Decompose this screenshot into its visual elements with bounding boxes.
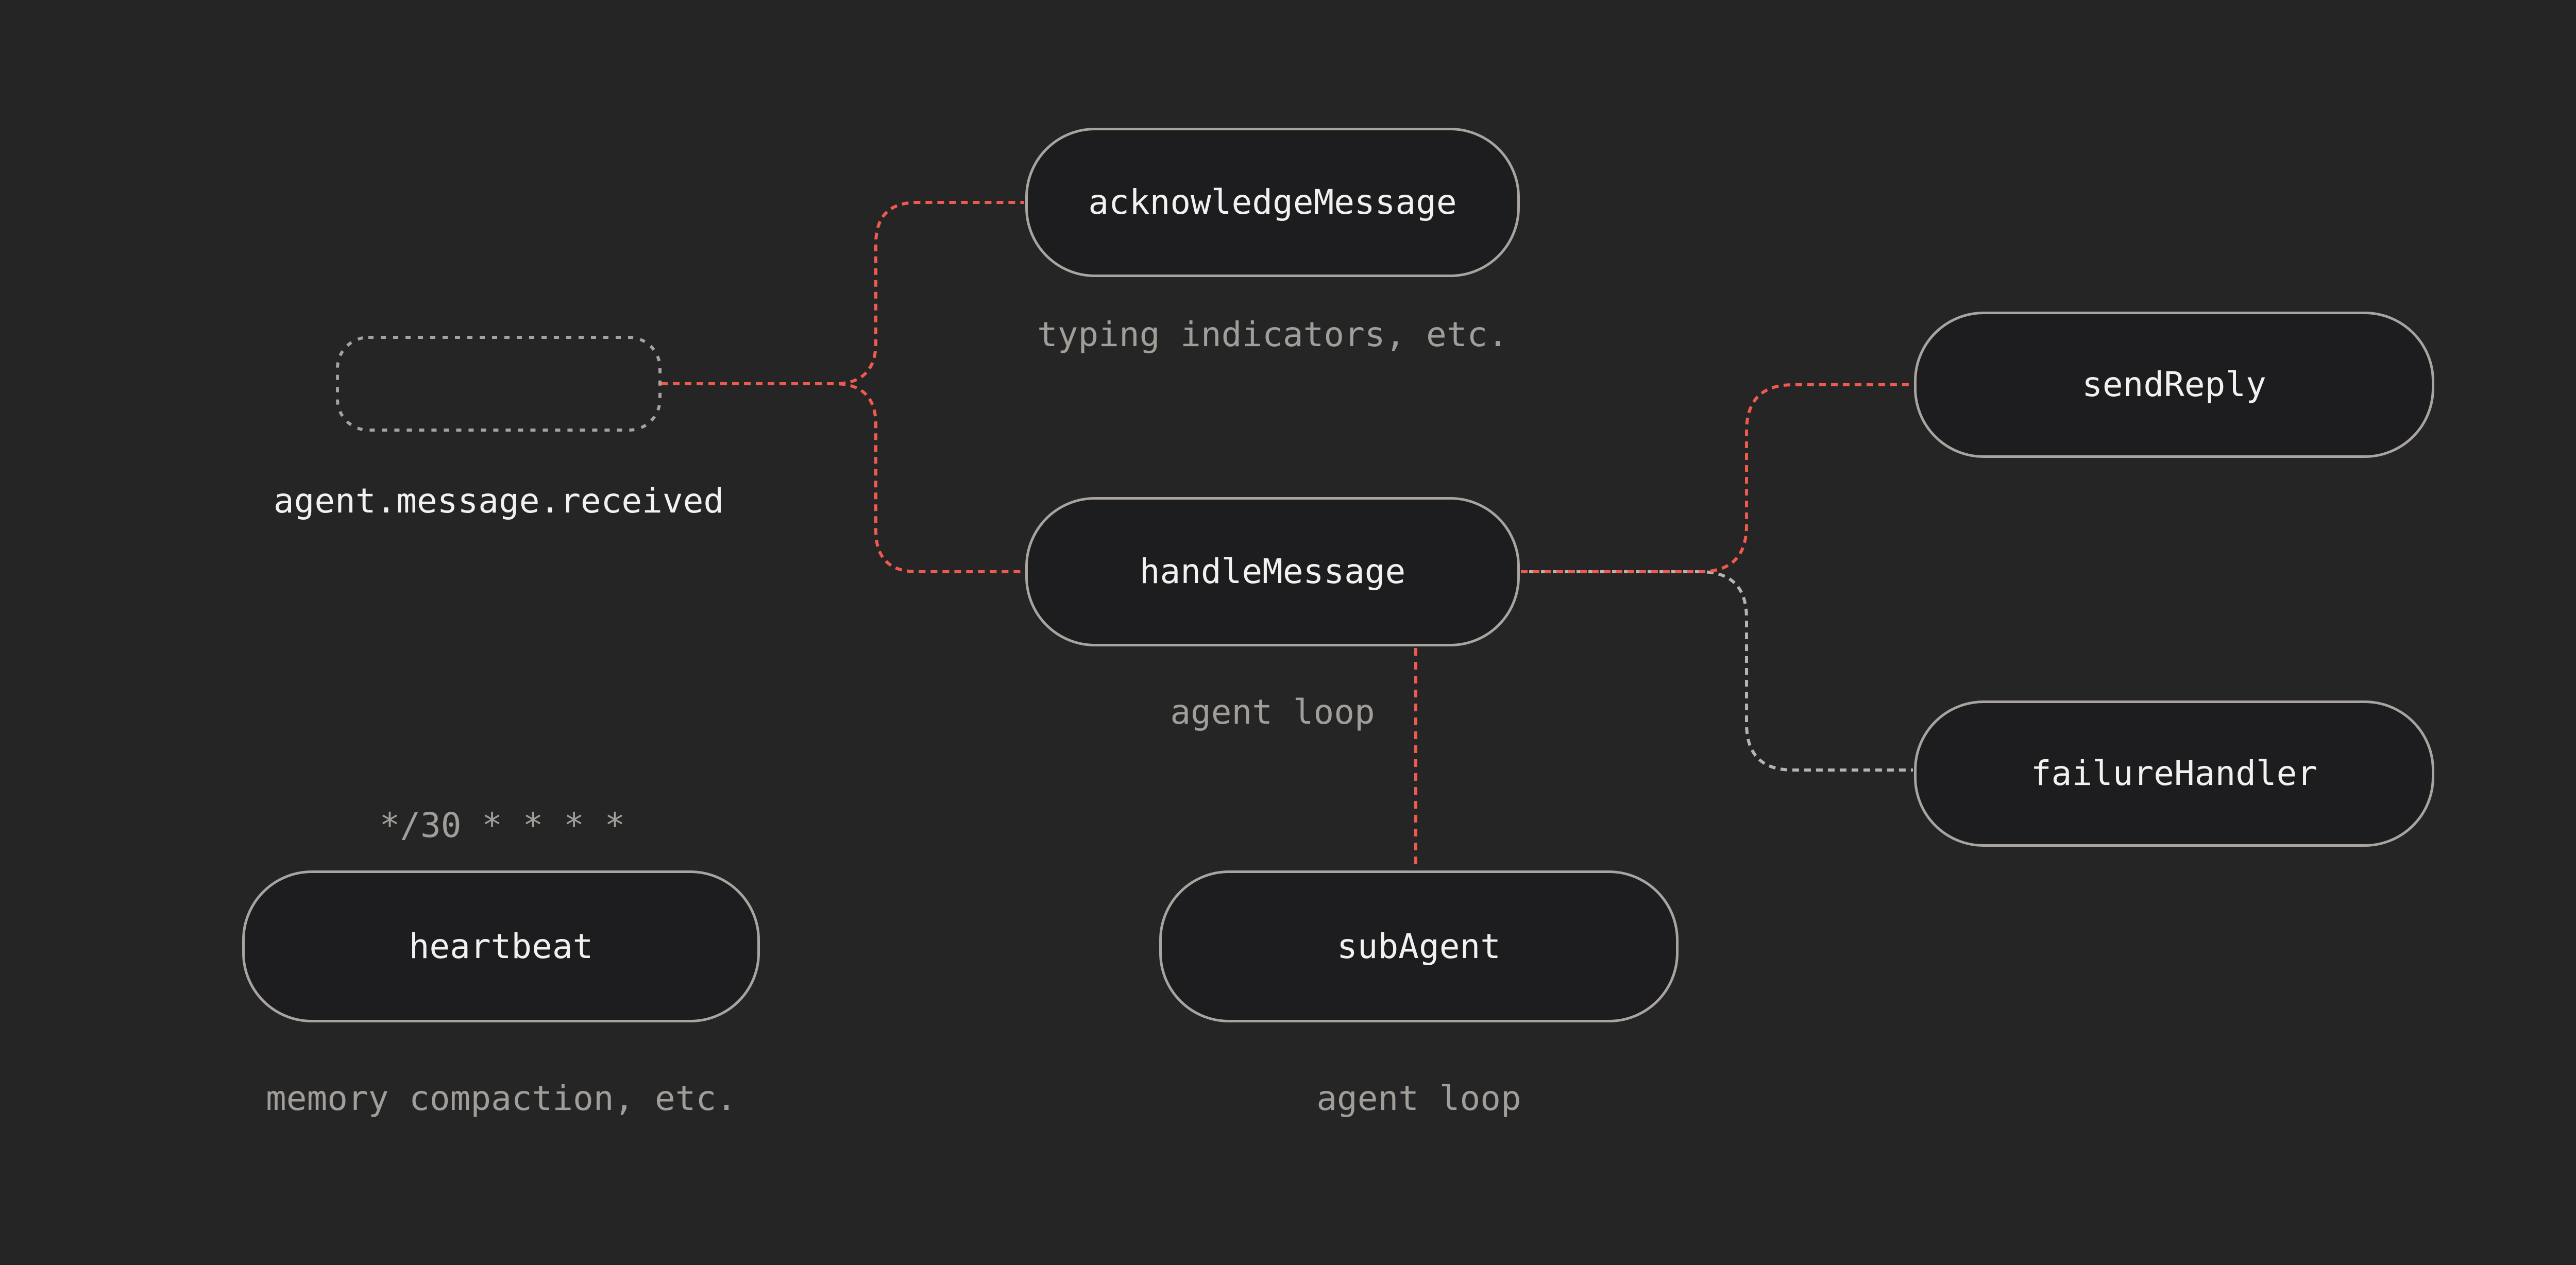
edge-trigger-handlemessage xyxy=(661,382,1024,573)
handle-message-label: handleMessage xyxy=(1139,552,1406,591)
trigger-event-label: agent.message.received xyxy=(273,481,724,521)
edge-handlemessage-sendreply xyxy=(1521,383,1913,573)
heartbeat-label: heartbeat xyxy=(409,926,594,966)
heartbeat-caption: memory compaction, etc. xyxy=(266,1079,737,1118)
sub-agent-caption: agent loop xyxy=(1316,1079,1521,1118)
failure-handler-node: failureHandler xyxy=(1914,700,2434,847)
edge-handlemessage-failurehandler xyxy=(1521,570,1913,772)
send-reply-label: sendReply xyxy=(2082,365,2266,404)
heartbeat-schedule-label: */30 * * * * xyxy=(379,806,625,845)
heartbeat-node: heartbeat xyxy=(242,870,760,1022)
trigger-node xyxy=(336,336,662,432)
handle-message-caption: agent loop xyxy=(1170,692,1375,732)
acknowledge-message-node: acknowledgeMessage xyxy=(1025,128,1520,277)
acknowledge-message-caption: typing indicators, etc. xyxy=(1037,315,1508,354)
handle-message-node: handleMessage xyxy=(1025,497,1520,646)
send-reply-node: sendReply xyxy=(1914,312,2434,458)
edge-trigger-acknowledgemessage xyxy=(661,201,1024,385)
failure-handler-label: failureHandler xyxy=(2030,754,2318,793)
sub-agent-node: subAgent xyxy=(1159,870,1679,1022)
acknowledge-message-label: acknowledgeMessage xyxy=(1088,182,1457,222)
sub-agent-label: subAgent xyxy=(1337,926,1501,966)
